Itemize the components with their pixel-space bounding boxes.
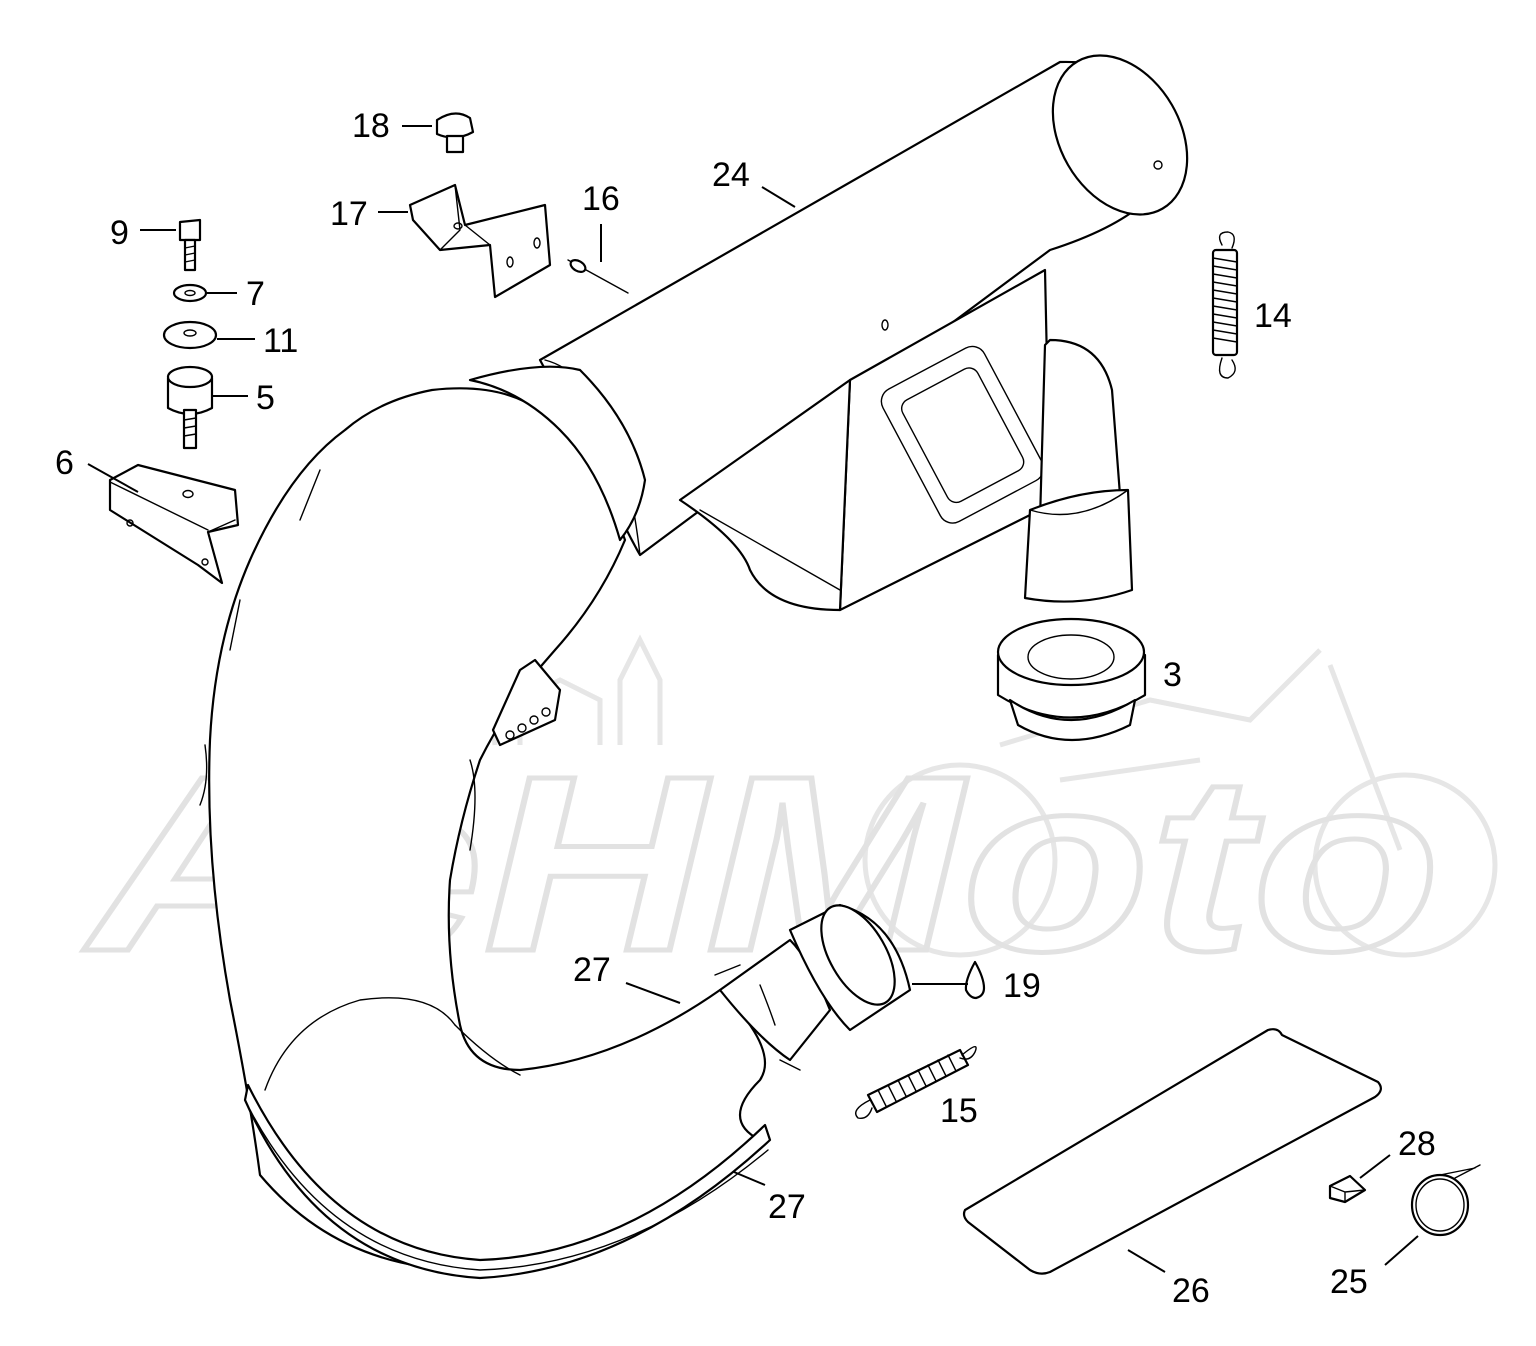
- callout-3: 3: [1163, 656, 1182, 694]
- callout-25: 25: [1330, 1263, 1368, 1301]
- part-11-washer: [162, 320, 218, 350]
- callout-14: 14: [1254, 297, 1292, 335]
- part-27-expansion-chamber: [199, 365, 912, 1280]
- part-6-bracket: [108, 463, 240, 585]
- callout-17: 17: [330, 195, 368, 233]
- callout-28: 28: [1398, 1125, 1436, 1163]
- callout-5: 5: [256, 379, 275, 417]
- callout-6: 6: [55, 444, 74, 482]
- callout-24: 24: [712, 156, 750, 194]
- part-16-pin: [567, 259, 629, 294]
- part-24-muffler: [538, 54, 1189, 612]
- part-3-grommet: [996, 617, 1147, 742]
- leader-lines: [87, 125, 1419, 1273]
- callout-labels: 18 24 17 16 9 7 11 5 6 14 3 27 19 15 27 …: [55, 107, 1436, 1310]
- callout-27-upper: 27: [573, 951, 611, 989]
- callout-27-lower: 27: [768, 1188, 806, 1226]
- part-9-bolt: [178, 218, 202, 272]
- part-25-clamp: [1410, 1164, 1481, 1237]
- part-14-spring: [1211, 231, 1239, 379]
- callout-11: 11: [263, 322, 298, 360]
- part-15-spring: [855, 1046, 977, 1119]
- callout-19: 19: [1003, 967, 1041, 1005]
- part-7-washer: [172, 283, 208, 303]
- part-28-clip: [1328, 1174, 1367, 1204]
- part-17-bracket: [408, 183, 552, 299]
- callout-9: 9: [110, 214, 129, 252]
- part-5-rubber-mount: [166, 365, 214, 450]
- part-18-cap: [435, 112, 475, 154]
- part-26-decal: [962, 1028, 1382, 1275]
- callout-16: 16: [582, 180, 620, 218]
- callout-15: 15: [940, 1092, 978, 1130]
- callout-26: 26: [1172, 1272, 1210, 1310]
- callout-7: 7: [246, 275, 265, 313]
- callout-18: 18: [352, 107, 390, 145]
